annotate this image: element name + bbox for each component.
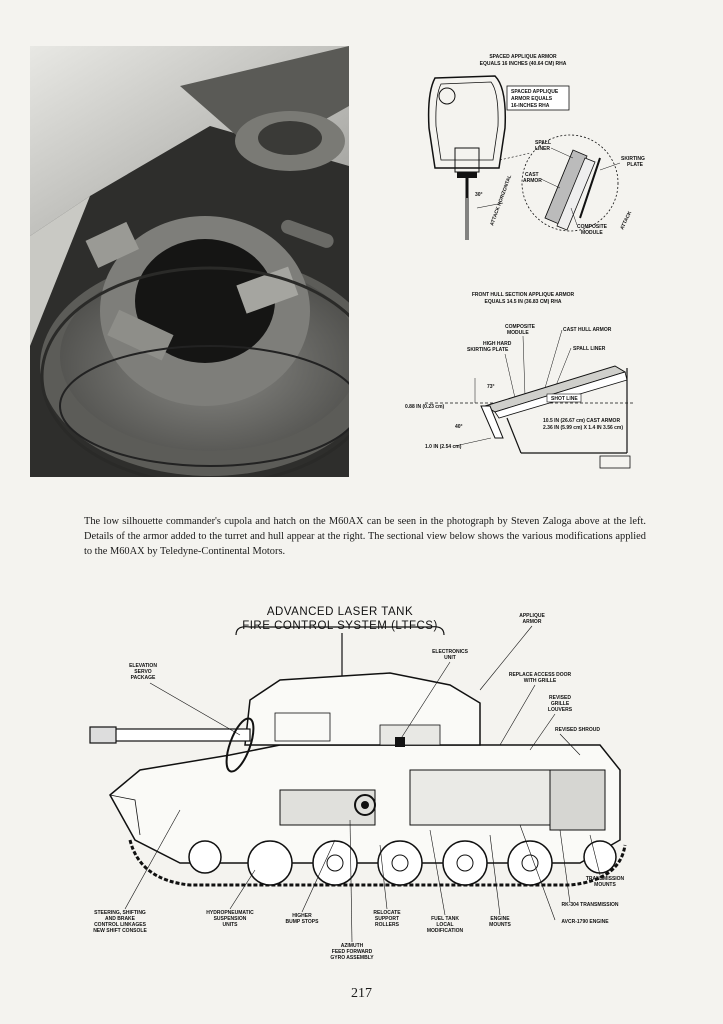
hull-diagram-title-1: FRONT HULL SECTION APPLIQUE ARMOR bbox=[472, 292, 575, 298]
turret-skirting-2: PLATE bbox=[627, 162, 644, 168]
tank-cutaway-diagram: ADVANCED LASER TANK FIRE CONTROL SYSTEM … bbox=[80, 595, 640, 970]
ltfcs-title-1: ADVANCED LASER TANK bbox=[267, 606, 413, 618]
hull-high-hard-1: HIGH HARD bbox=[483, 341, 512, 347]
label-revised-grille-1: REVISED bbox=[549, 695, 571, 701]
label-elevation-1: ELEVATION bbox=[129, 663, 157, 669]
label-avcr: AVCR-1790 ENGINE bbox=[561, 919, 609, 925]
label-azimuth-2: FEED FORWARD bbox=[332, 949, 373, 955]
label-elevation-3: PACKAGE bbox=[131, 675, 156, 681]
turret-armor-diagram: SPACED APPLIQUE ARMOR EQUALS 16 INCHES (… bbox=[395, 48, 655, 248]
label-fuel-tank-1: FUEL TANK bbox=[431, 916, 459, 922]
label-fuel-tank-2: LOCAL bbox=[436, 922, 453, 928]
label-steering-1: STEERING, SHIFTING bbox=[94, 910, 146, 916]
label-hydropneumatic-2: SUSPENSION bbox=[214, 916, 247, 922]
turret-spall-liner-2: LINER bbox=[535, 146, 550, 152]
turret-composite-1: COMPOSITE bbox=[577, 224, 608, 230]
turret-diagram-title-2: EQUALS 16 INCHES (40.64 CM) RHA bbox=[480, 61, 567, 67]
label-electronics-1: ELECTRONICS bbox=[432, 649, 469, 655]
turret-skirting-1: SKIRTING bbox=[621, 156, 645, 162]
turret-composite-2: MODULE bbox=[581, 230, 603, 236]
label-access-door-1: REPLACE ACCESS DOOR bbox=[509, 672, 572, 678]
label-relocate-1: RELOCATE bbox=[373, 910, 401, 916]
label-transmission-mounts-1: TRANSMISSION bbox=[586, 876, 625, 882]
turret-cast-armor-2: ARMOR bbox=[523, 178, 542, 184]
label-azimuth-3: GYRO ASSEMBLY bbox=[330, 955, 374, 961]
label-electronics-2: UNIT bbox=[444, 655, 456, 661]
label-steering-2: AND BRAKE bbox=[105, 916, 136, 922]
label-bump-stops-1: HIGHER bbox=[292, 913, 312, 919]
hull-composite-1: COMPOSITE bbox=[505, 324, 536, 330]
hull-dim-3: 2.36 IN (5.99 cm) X 1.4 IN 3.56 cm) bbox=[543, 425, 623, 431]
page-number: 217 bbox=[351, 986, 372, 1001]
label-relocate-3: ROLLERS bbox=[375, 922, 400, 928]
label-access-door-2: WITH GRILLE bbox=[524, 678, 557, 684]
hull-shot-line: SHOT LINE bbox=[551, 396, 578, 402]
label-hydropneumatic-1: HYDROPNEUMATIC bbox=[206, 910, 254, 916]
label-steering-4: NEW SHIFT CONSOLE bbox=[93, 928, 147, 934]
caption-text: The low silhouette commander's cupola an… bbox=[84, 516, 646, 557]
turret-box-line-3: 16-INCHES RHA bbox=[511, 103, 550, 109]
turret-cast-armor-1: CAST bbox=[525, 172, 539, 178]
label-engine-mounts-2: MOUNTS bbox=[489, 922, 511, 928]
hull-composite-2: MODULE bbox=[507, 330, 529, 336]
hull-angle-73: 73° bbox=[487, 384, 495, 390]
road-wheels bbox=[188, 840, 617, 886]
hull-high-hard-2: SKIRTING PLATE bbox=[467, 347, 509, 353]
label-hydropneumatic-3: UNITS bbox=[223, 922, 239, 928]
hull-cast-armor: CAST HULL ARMOR bbox=[563, 327, 612, 333]
label-revised-shroud: REVISED SHROUD bbox=[555, 727, 600, 733]
label-revised-grille-2: GRILLE bbox=[551, 701, 570, 707]
label-bump-stops-2: BUMP STOPS bbox=[286, 919, 320, 925]
label-elevation-2: SERVO bbox=[134, 669, 152, 675]
label-transmission-mounts-2: MOUNTS bbox=[594, 882, 616, 888]
hull-angle-40: 40° bbox=[455, 424, 463, 430]
hull-diagram-title-2: EQUALS 14.5 IN (36.83 CM) RHA bbox=[485, 299, 562, 305]
caption: The low silhouette commander's cupola an… bbox=[84, 514, 646, 559]
hull-dim-4: 1.0 IN (2.54 cm) bbox=[425, 444, 462, 450]
turret-spall-liner-1: SPALL bbox=[535, 140, 551, 146]
turret-angle-30: 30° bbox=[475, 192, 483, 198]
turret-attack: ATTACK bbox=[619, 210, 633, 231]
turret-attack-horizontal: ATTACK HORIZONTAL bbox=[489, 174, 513, 226]
cupola-photograph bbox=[30, 46, 349, 477]
label-engine-mounts-1: ENGINE bbox=[490, 916, 510, 922]
hull-armor-diagram: FRONT HULL SECTION APPLIQUE ARMOR EQUALS… bbox=[395, 288, 655, 478]
label-revised-grille-3: LOUVERS bbox=[548, 707, 573, 713]
hull-dim-1: 0.88 IN (0.23 cm) bbox=[405, 404, 445, 410]
hull-dim-2: 10.5 IN (26.67 cm) CAST ARMOR bbox=[543, 418, 620, 424]
hull-spall-liner: SPALL LINER bbox=[573, 346, 606, 352]
label-rk304: RK-304 TRANSMISSION bbox=[562, 902, 619, 908]
label-relocate-2: SUPPORT bbox=[375, 916, 399, 922]
label-azimuth-1: AZIMUTH bbox=[341, 943, 364, 949]
label-applique-armor-1: APPLIQUE bbox=[519, 613, 545, 619]
turret-box-line-1: SPACED APPLIQUE bbox=[511, 89, 559, 95]
label-applique-armor-2: ARMOR bbox=[523, 619, 542, 625]
ltfcs-title-2: FIRE CONTROL SYSTEM (LTFCS) bbox=[242, 620, 438, 632]
label-fuel-tank-3: MODIFICATION bbox=[427, 928, 464, 934]
turret-box-line-2: ARMOR EQUALS bbox=[511, 96, 553, 102]
turret-diagram-title-1: SPACED APPLIQUE ARMOR bbox=[489, 54, 557, 60]
label-steering-3: CONTROL LINKAGES bbox=[94, 922, 147, 928]
